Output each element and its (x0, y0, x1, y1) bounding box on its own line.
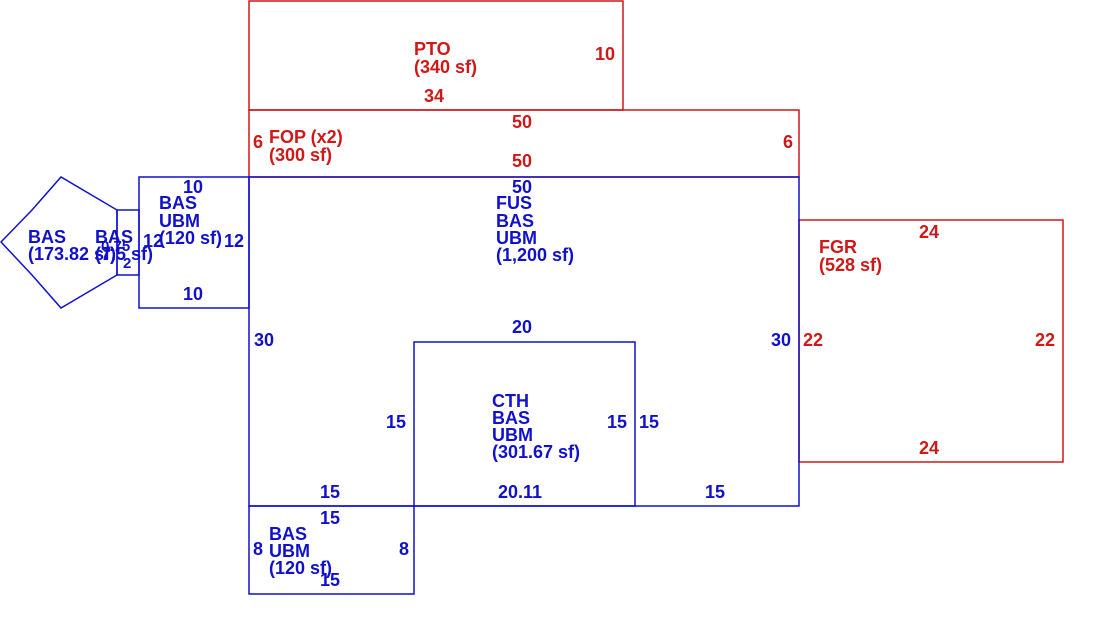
fgr-dim-right: 22 (1035, 330, 1055, 350)
cth-dim-bottom: 20.11 (498, 482, 542, 502)
fop-area: (300 sf) (269, 145, 332, 165)
fus-dim-bottom-left: 15 (320, 482, 340, 502)
fus-label-2: BAS (496, 211, 534, 231)
pto-dim-bottom: 34 (424, 86, 444, 106)
fop-dim-left: 6 (253, 132, 263, 152)
pto-label: PTO (414, 39, 451, 59)
fus-label-3: UBM (496, 228, 537, 248)
pto-dim-right: 10 (595, 44, 615, 64)
fop-dim-bottom: 50 (512, 151, 532, 171)
bas-left-hexagon (0, 176, 118, 309)
fus-dim-bottom-right: 15 (705, 482, 725, 502)
bas-bottom-dim-bottom: 15 (320, 570, 340, 590)
bas-bottom-outline (248, 505, 415, 595)
fop-label: FOP (x2) (269, 127, 343, 147)
cth-label-1: CTH (492, 391, 529, 411)
bas-mid-label-1: BAS (159, 193, 197, 213)
cth-label-2: BAS (492, 408, 530, 428)
cth-outline (413, 341, 636, 507)
bas-bottom-area: (120 sf) (269, 558, 332, 578)
bas-mid-dim-right: 12 (224, 231, 244, 251)
bas-bottom-dim-top: 15 (320, 508, 340, 528)
bas-small-dim-bottom: 2 (123, 255, 131, 272)
cth-dim-top: 20 (512, 317, 532, 337)
fus-dim-left: 30 (254, 330, 274, 350)
fus-dim-right: 30 (771, 330, 791, 350)
bas-small-dim-right: 12 (143, 231, 163, 251)
cth-area: (301.67 sf) (492, 442, 580, 462)
bas-left-area: (173.82 sf) (28, 244, 116, 264)
cth-dim-right-outer: 15 (639, 412, 659, 432)
fgr-dim-left: 22 (803, 330, 823, 350)
fgr-dim-top: 24 (919, 222, 939, 242)
fgr-area: (528 sf) (819, 255, 882, 275)
bas-bottom-label-2: UBM (269, 541, 310, 561)
bas-mid-dim-top: 10 (183, 177, 203, 197)
bas-mid-label-2: UBM (159, 211, 200, 231)
bas-small-dim-top: 0.75 (101, 238, 130, 255)
bas-bottom-dim-left: 8 (253, 539, 263, 559)
fgr-label: FGR (819, 237, 857, 257)
bas-left-label: BAS (28, 227, 66, 247)
bas-mid-dim-bottom: 10 (183, 284, 203, 304)
bas-small-label: BAS (95, 227, 133, 247)
bas-bottom-dim-right: 8 (399, 539, 409, 559)
bas-mid-area: (120 sf) (159, 228, 222, 248)
fop-dim-top: 50 (512, 112, 532, 132)
fus-dim-top: 50 (512, 177, 532, 197)
cth-dim-right-inner: 15 (607, 412, 627, 432)
bas-bottom-label-1: BAS (269, 524, 307, 544)
pto-area: (340 sf) (414, 57, 477, 77)
cth-label-3: UBM (492, 425, 533, 445)
fop-dim-right: 6 (783, 132, 793, 152)
fus-area: (1,200 sf) (496, 245, 574, 265)
fgr-dim-bottom: 24 (919, 438, 939, 458)
fus-label-1: FUS (496, 193, 532, 213)
bas-small-area: (7.5 sf) (95, 244, 153, 264)
cth-dim-left: 15 (386, 412, 406, 432)
